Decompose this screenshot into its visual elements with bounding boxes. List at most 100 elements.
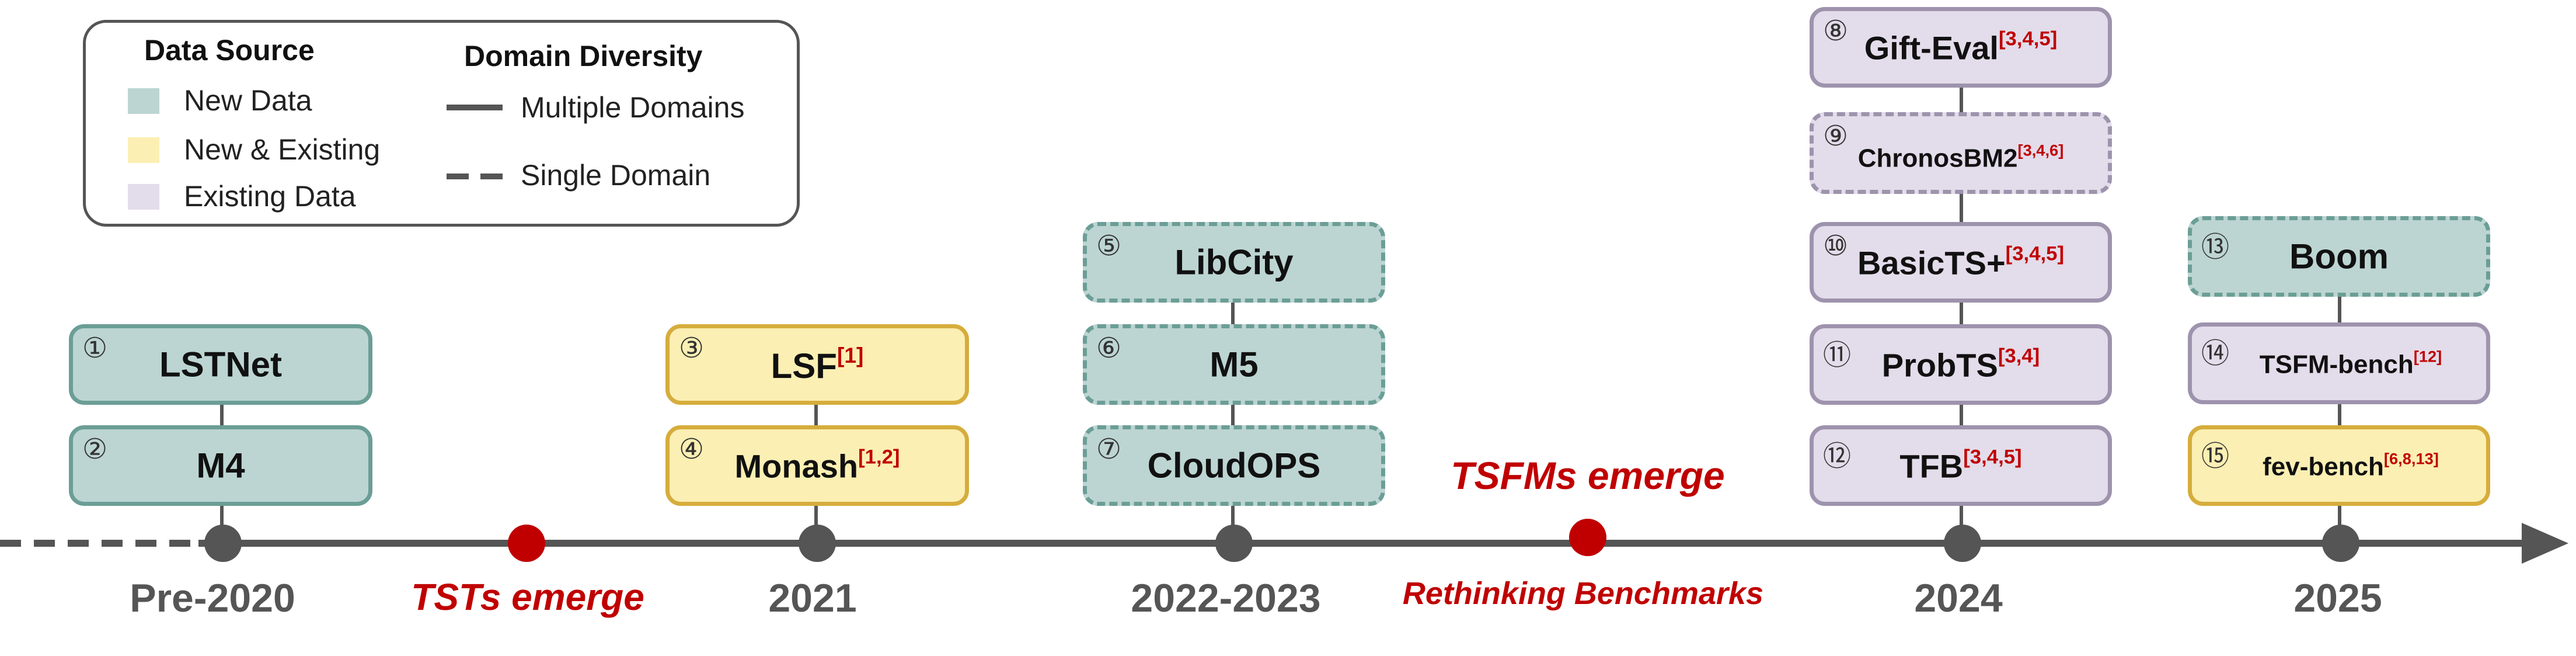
connector-basicts-probts (1960, 301, 1963, 327)
benchmark-box-m5: ⑥ M5 (1083, 324, 1385, 405)
benchmark-refs: [12] (2413, 347, 2442, 366)
benchmark-number: ⑫ (1823, 440, 1852, 473)
period-label-2021: 2021 (768, 576, 857, 620)
period-label-pre2020: Pre-2020 (130, 576, 295, 620)
benchmark-refs: [3,4,6] (2017, 141, 2064, 159)
benchmark-name: M5 (1209, 345, 1259, 384)
benchmark-number: ④ (679, 433, 705, 466)
legend-single-domain-label: Single Domain (521, 159, 711, 192)
benchmark-name: ProbTS (1881, 346, 1998, 384)
connector-probts-tfb (1960, 403, 1963, 426)
benchmark-box-tfb: ⑫ TFB[3,4,5] (1810, 425, 2112, 506)
event-dot-tsts (508, 525, 545, 562)
legend-solid-line-icon (447, 105, 503, 110)
legend-new-data-label: New Data (184, 84, 312, 117)
period-label-2022-2023: 2022-2023 (1131, 576, 1321, 620)
benchmark-number: ③ (679, 332, 705, 365)
benchmark-name: TFB (1899, 447, 1964, 485)
connector-libcity-m5 (1231, 301, 1235, 327)
benchmark-box-gifteval: ⑧ Gift-Eval[3,4,5] (1810, 7, 2112, 88)
legend-multiple-domains-label: Multiple Domains (521, 91, 745, 124)
period-label-2024: 2024 (1914, 576, 2003, 620)
milestone-dot-pre2020 (204, 525, 242, 562)
benchmark-name: CloudOPS (1147, 446, 1321, 485)
benchmark-name: ChronosBM2 (1857, 144, 2018, 173)
connector-chronosbm2-basicts (1960, 193, 1963, 222)
benchmark-refs: [3,4,5] (2005, 242, 2065, 265)
benchmark-number: ⑥ (1096, 332, 1122, 365)
benchmark-number: ⑩ (1823, 230, 1849, 262)
connector-gifteval-chronosbm2 (1960, 86, 1963, 113)
period-label-2025: 2025 (2293, 576, 2382, 620)
benchmark-refs: [3,4,5] (1963, 446, 2022, 468)
benchmark-name: BasicTS+ (1857, 244, 2006, 282)
connector-m4-axis (220, 504, 224, 527)
benchmark-box-lsf: ③ LSF[1] (665, 324, 969, 405)
benchmark-name: fev-bench (2263, 452, 2384, 481)
benchmark-number: ① (82, 332, 108, 365)
benchmark-name: LibCity (1174, 242, 1294, 282)
benchmark-box-m4: ② M4 (69, 425, 372, 506)
benchmark-number: ⑪ (1823, 339, 1852, 372)
benchmark-box-tsfmbench: ⑭ TSFM-bench[12] (2188, 322, 2490, 404)
benchmark-number: ⑤ (1096, 230, 1122, 262)
benchmark-number: ⑮ (2201, 440, 2230, 473)
connector-cloudops-axis (1231, 504, 1235, 527)
event-dot-tsfms (1569, 519, 1606, 556)
legend-existing-data-swatch (128, 184, 159, 210)
benchmark-number: ⑧ (1823, 15, 1849, 47)
legend-existing-data-label: Existing Data (184, 180, 356, 213)
connector-tsfmbench-fevbench (2338, 403, 2341, 426)
benchmark-box-lstnet: ① LSTNet (69, 324, 372, 405)
benchmark-number: ⑬ (2201, 231, 2230, 263)
connector-monash-axis (814, 504, 818, 527)
benchmark-box-monash: ④ Monash[1,2] (665, 425, 969, 506)
benchmark-box-libcity: ⑤ LibCity (1083, 222, 1385, 303)
benchmark-refs: [3,4] (1998, 345, 2040, 367)
benchmark-name: Gift-Eval (1864, 29, 1999, 67)
connector-lsf-monash (814, 403, 818, 426)
benchmark-refs: [3,4,5] (1998, 27, 2058, 50)
connector-tfb-axis (1960, 504, 1963, 527)
benchmark-box-chronosbm2: ⑨ ChronosBM2[3,4,6] (1810, 112, 2112, 194)
benchmark-number: ⑭ (2201, 337, 2230, 370)
legend-new-existing-label: New & Existing (184, 133, 381, 166)
benchmark-refs: [1,2] (858, 446, 900, 468)
benchmark-refs: [1] (836, 342, 864, 367)
event-label-rethinking: Rethinking Benchmarks (1402, 576, 1764, 611)
legend-new-data-swatch (128, 88, 159, 114)
milestone-dot-2021 (799, 525, 836, 562)
benchmark-name: TSFM-bench (2259, 350, 2414, 379)
connector-fevbench-axis (2338, 504, 2341, 527)
benchmark-box-cloudops: ⑦ CloudOPS (1083, 425, 1385, 506)
event-label-tsts: TSTs emerge (411, 576, 644, 618)
benchmark-box-fevbench: ⑮ fev-bench[6,8,13] (2188, 425, 2490, 506)
legend: Data Source New Data New & Existing Exis… (83, 20, 800, 227)
connector-boom-tsfmbench (2338, 295, 2341, 324)
benchmark-name: Boom (2289, 237, 2389, 276)
benchmark-name: Monash (734, 447, 859, 485)
benchmark-number: ⑦ (1096, 433, 1122, 466)
benchmark-box-boom: ⑬ Boom (2188, 216, 2490, 297)
benchmark-name: LSTNet (159, 345, 282, 384)
benchmark-refs: [6,8,13] (2383, 449, 2439, 468)
milestone-dot-2024 (1944, 525, 1981, 562)
connector-m5-cloudops (1231, 403, 1235, 426)
legend-data-source-title: Data Source (144, 34, 315, 67)
benchmark-name: LSF (771, 346, 837, 386)
benchmark-number: ② (82, 433, 108, 466)
benchmark-box-basicts: ⑩ BasicTS+[3,4,5] (1810, 222, 2112, 303)
legend-dashed-line-icon (447, 173, 503, 179)
legend-new-existing-swatch (128, 137, 159, 163)
event-label-tsfms: TSFMs emerge (1451, 454, 1725, 497)
legend-domain-diversity-title: Domain Diversity (464, 40, 703, 72)
benchmark-name: M4 (196, 446, 245, 485)
milestone-dot-2025 (2322, 525, 2359, 562)
timeline-arrowhead (2522, 523, 2568, 564)
benchmark-box-probts: ⑪ ProbTS[3,4] (1810, 324, 2112, 405)
benchmark-number: ⑨ (1823, 120, 1849, 152)
connector-lstnet-m4 (220, 403, 224, 426)
milestone-dot-2022-2023 (1215, 525, 1253, 562)
